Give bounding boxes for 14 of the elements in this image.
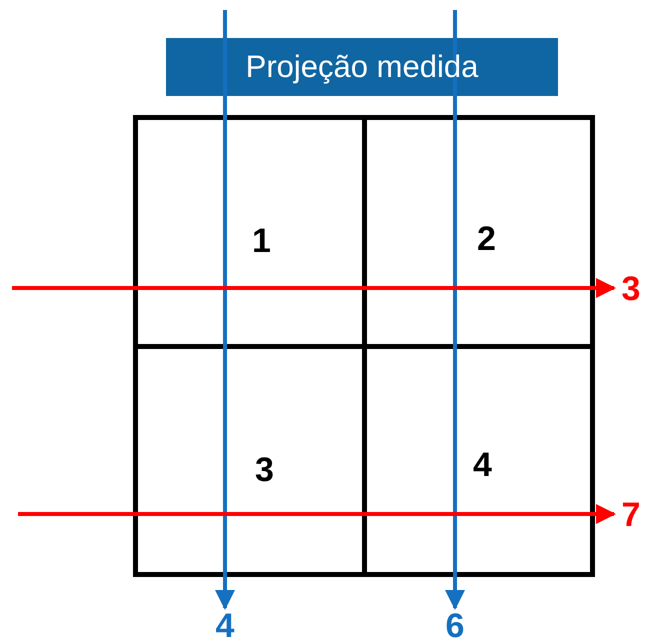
ray-sum-label: 7 bbox=[614, 497, 648, 533]
cell-number: 1 bbox=[252, 224, 271, 258]
cell-number: 3 bbox=[255, 453, 274, 487]
ray-arrow bbox=[445, 10, 465, 610]
title-banner bbox=[166, 38, 558, 96]
ray-sum-label: 3 bbox=[614, 271, 648, 307]
banner-text: Projeção medida bbox=[246, 49, 478, 85]
ray-sum-label: 4 bbox=[207, 608, 243, 643]
ray-sum-label: 6 bbox=[437, 608, 473, 643]
cell-number: 2 bbox=[477, 222, 496, 256]
ray-arrow bbox=[215, 10, 235, 610]
cell-number: 4 bbox=[473, 448, 492, 482]
ray-arrow bbox=[12, 278, 616, 298]
ray-arrow bbox=[18, 504, 616, 524]
